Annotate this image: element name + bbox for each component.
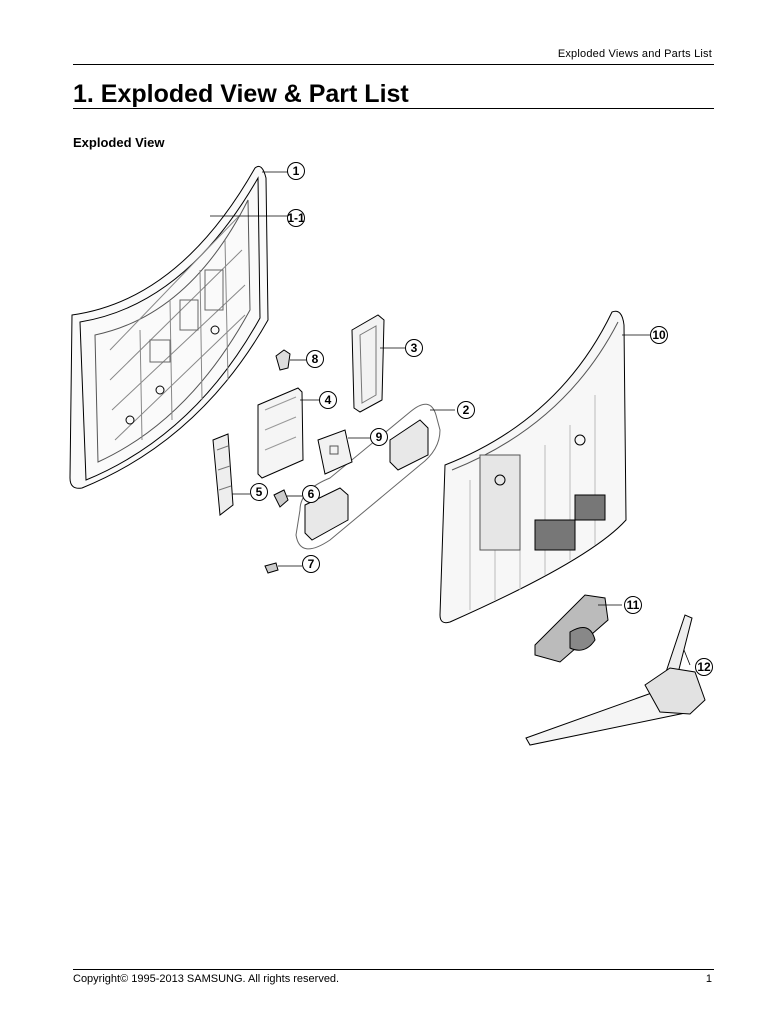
callout-label: 10 [652,328,666,342]
page-number: 1 [705,973,712,985]
callout-label: 6 [308,487,315,501]
callout-12: 12 [695,658,713,676]
callout-1-1: 1-1 [287,209,305,227]
running-header: Exploded Views and Parts List [557,48,712,60]
callout-2: 2 [457,401,475,419]
part-9-board [317,429,353,475]
callout-6: 6 [302,485,320,503]
callout-7: 7 [302,555,320,573]
part-3-board [351,314,385,413]
callout-label: 2 [463,403,470,417]
callout-3: 3 [405,339,423,357]
callout-label: 5 [256,485,263,499]
callout-label: 9 [376,430,383,444]
callout-5: 5 [250,483,268,501]
header-rule [73,64,714,65]
footer-rule [73,969,714,970]
callout-label: 7 [308,557,315,571]
callout-4: 4 [319,391,337,409]
callout-label: 4 [325,393,332,407]
part-12-stand-base [525,614,706,746]
page-title: 1. Exploded View & Part List [73,80,409,108]
part-2-speakers [295,403,441,550]
front-bezel-part [69,165,269,489]
callout-10: 10 [650,326,668,344]
copyright-notice: Copyright© 1995-2013 SAMSUNG. All rights… [73,973,340,985]
part-5-bracket [212,433,234,516]
part-6-button [273,489,289,508]
part-7-sensor [264,562,279,574]
callout-11: 11 [624,596,642,614]
callout-1: 1 [287,162,305,180]
callout-8: 8 [306,350,324,368]
callout-label: 8 [312,352,319,366]
section-subtitle: Exploded View [73,135,165,150]
callout-label: 12 [697,660,711,674]
part-4-main-board [257,387,304,479]
part-8-clip [275,349,291,371]
callout-label: 11 [627,598,640,612]
callout-label: 3 [411,341,418,355]
part-11-stand-neck [534,594,609,663]
callout-label: 1-1 [287,211,305,225]
callout-label: 1 [293,164,300,178]
part-10-rear-cover [439,310,627,624]
title-rule [73,108,714,109]
callout-9: 9 [370,428,388,446]
